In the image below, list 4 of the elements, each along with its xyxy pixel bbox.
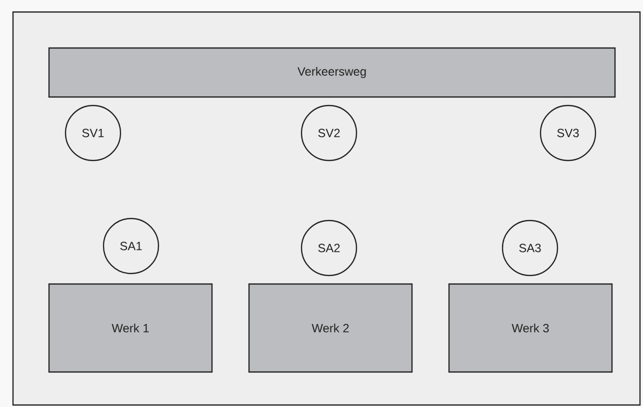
road-bar: Verkeersweg	[48, 47, 616, 98]
plant-box: Werk 1	[48, 283, 213, 373]
plant-box: Werk 2	[248, 283, 413, 373]
plant-box: Werk 3	[448, 283, 613, 373]
